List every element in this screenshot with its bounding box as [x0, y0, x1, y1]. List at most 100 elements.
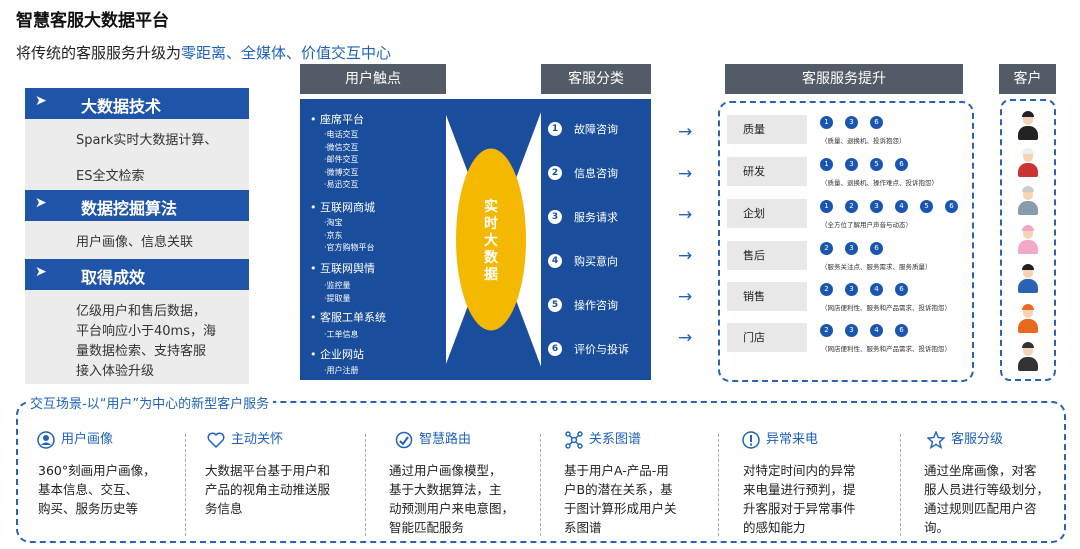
scenario-heading: 用户画像 [37, 428, 113, 449]
left-section-line: 亿级用户和售后数据， [76, 302, 206, 322]
customer-header: 客户 [999, 64, 1056, 94]
touchpoint-name: 客服工单系统 [320, 311, 386, 324]
touchpoint-item: ·电话交互 [324, 129, 359, 142]
category-ref-dot: 6 [870, 116, 883, 129]
column-divider [718, 434, 719, 536]
avatar-body [1018, 357, 1038, 371]
left-section-line: 平台响应小于40ms，海 [76, 322, 216, 342]
route-icon [395, 431, 413, 449]
column-divider [540, 434, 541, 536]
touchpoint-panel: • 座席平台 ·电话交互 ·微信交互 ·邮件交互 ·微博交互 ·易迅交互 • 互… [300, 99, 446, 380]
column-divider [185, 434, 186, 536]
category-ref-dot: 3 [845, 324, 858, 337]
category-label: 购买意向 [574, 253, 618, 269]
scenario-heading-text: 智慧路由 [419, 432, 471, 447]
avatar-hair [1022, 304, 1034, 310]
scenario-line: 通过规则匹配用户咨 [924, 499, 1049, 518]
left-section-line: 用户画像、信息关联 [76, 233, 193, 253]
touchpoint-item: ·监控量 [324, 280, 351, 293]
arrow-right-icon: ➤ [35, 264, 47, 280]
arrow-right-icon: → [678, 289, 692, 306]
service-label: 门店 [727, 323, 807, 352]
service-label: 销售 [727, 282, 807, 311]
service-note: （网店便利性、服务和产品需求、投诉抱怨） [821, 302, 951, 312]
category-ref-dot: 5 [920, 200, 933, 213]
touch-header: 用户触点 [300, 64, 446, 94]
column-divider [365, 434, 366, 536]
service-note: （质量、退换机、投诉抱怨） [821, 135, 906, 145]
touchpoint-item: ·淘宝 [324, 217, 375, 230]
category-ref-dot: 2 [845, 200, 858, 213]
service-note: （全方位了解用户声音与动态） [821, 219, 912, 229]
man-avatar-icon [1015, 264, 1041, 294]
scenario-line: 动预测用户来电意图， [389, 499, 514, 518]
category-ref-dot: 3 [845, 116, 858, 129]
avatar-body [1018, 319, 1038, 333]
touchpoint-item: ·工单信息 [324, 329, 359, 342]
businessman-avatar-icon [1015, 111, 1041, 141]
scenario-line: 智能匹配服务 [389, 518, 514, 537]
chef-avatar-icon [1015, 148, 1041, 178]
page-title: 智慧客服大数据平台 [16, 6, 169, 31]
scenario-line: 基本信息、交互、 [38, 480, 156, 499]
category-ref-dot: 1 [820, 116, 833, 129]
scenario-title: 交互场景-以“用户”为中心的新型客户服务 [26, 393, 273, 412]
scenario-line: 产品的视角主动推送服 [205, 480, 330, 499]
scenario-line: 通过坐席画像，对客 [924, 461, 1049, 480]
scenario-line: 服人员进行等级划分， [924, 480, 1049, 499]
scenario-line: 基于大数据算法，主 [389, 480, 514, 499]
avatar-body [1018, 163, 1038, 177]
touchpoint-item: ·用户注册 [324, 365, 359, 378]
category-panel: 1 故障咨询 2 信息咨询 3 服务请求 4 购买意向 5 操作咨询 6 评价与… [541, 99, 651, 380]
scenario-heading-text: 异常来电 [766, 432, 818, 447]
category-label: 服务请求 [574, 209, 618, 225]
scenario-line: 升客服对于异常事件 [743, 499, 856, 518]
touchpoint-items: ·监控量 ·提取量 [324, 280, 351, 305]
star-icon [927, 431, 945, 449]
scenario-heading-text: 关系图谱 [589, 432, 641, 447]
arrow-right-icon: → [678, 166, 692, 183]
heart-icon [207, 431, 225, 449]
avatar-hair [1022, 111, 1034, 117]
scenario-text: 通过坐席画像，对客 服人员进行等级划分， 通过规则匹配用户咨 询。 [924, 461, 1049, 537]
category-ref-dot: 3 [845, 242, 858, 255]
category-ref-dot: 4 [870, 283, 883, 296]
scenario-line: 基于用户A-产品-用 [564, 461, 677, 480]
touchpoint-name: 互联网商城 [320, 201, 375, 214]
service-note: （服务关注点、服务需求、服务质量） [821, 261, 932, 271]
page-subtitle: 将传统的客服服务升级为零距离、全媒体、价值交互中心 [16, 42, 391, 63]
column-divider [900, 434, 901, 536]
touchpoint-items: ·用户注册 [324, 365, 359, 378]
alert-icon [742, 431, 760, 449]
touchpoint-item: ·邮件交互 [324, 154, 359, 167]
left-section-heading: 大数据技术 [81, 93, 161, 117]
service-label: 质量 [727, 115, 807, 144]
category-ref-dot: 4 [895, 200, 908, 213]
service-label: 企划 [727, 199, 807, 228]
scenario-line: 对特定时间内的异常 [743, 461, 856, 480]
touchpoint-item: ·官方购物平台 [324, 242, 375, 255]
avatar-body [1018, 126, 1038, 140]
scenario-heading: 智慧路由 [395, 428, 471, 449]
avatar-body [1018, 240, 1038, 254]
category-ref-dot: 6 [945, 200, 958, 213]
scenario-text: 对特定时间内的异常 来电量进行预判，提 升客服对于异常事件 的感知能力 [743, 461, 856, 537]
category-ref-dot: 3 [870, 200, 883, 213]
arrow-right-icon: → [678, 248, 692, 265]
avatar-body [1018, 279, 1038, 293]
subtitle-highlight: 零距离、全媒体、价值交互中心 [181, 44, 391, 62]
left-section-line: 接入体验升级 [76, 362, 154, 382]
scenario-text: 大数据平台基于用户和 产品的视角主动推送服 务信息 [205, 461, 330, 518]
category-ref-dot: 6 [895, 158, 908, 171]
scenario-line: 户B的潜在关系，基 [564, 480, 677, 499]
scenario-box [16, 401, 1066, 543]
scenario-line: 来电量进行预判，提 [743, 480, 856, 499]
beard-avatar-icon [1015, 342, 1041, 372]
service-label: 研发 [727, 157, 807, 186]
scenario-heading-text: 客服分级 [951, 432, 1003, 447]
scenario-heading: 主动关怀 [207, 428, 283, 449]
service-label: 售后 [727, 241, 807, 270]
elder-avatar-icon [1015, 186, 1041, 216]
arrow-right-icon: ➤ [35, 93, 47, 109]
category-number-icon: 1 [548, 122, 562, 136]
